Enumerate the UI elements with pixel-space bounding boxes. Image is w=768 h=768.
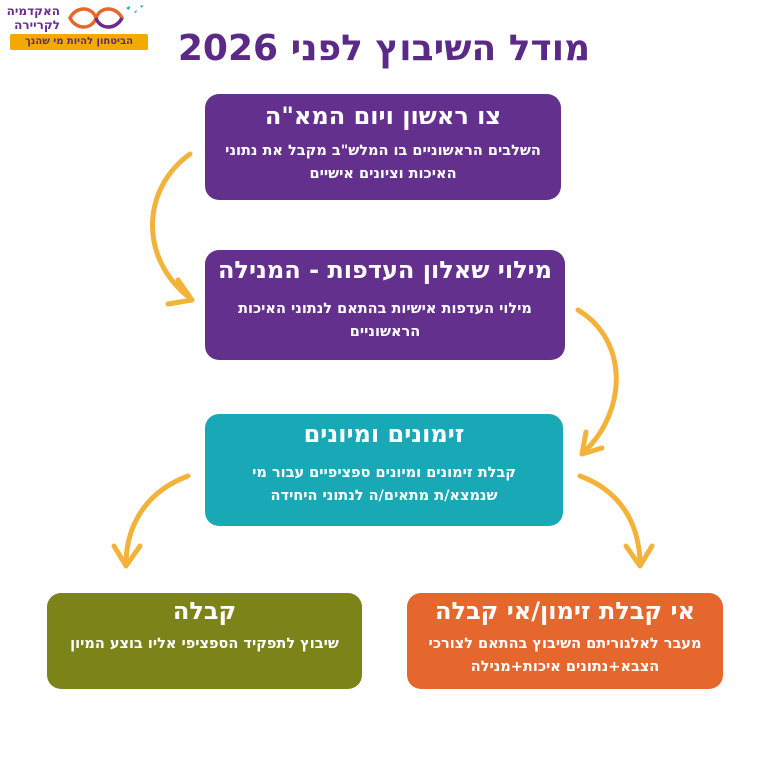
step-text: השלבים הראשוניים בו המלש"ב מקבל את נתוני… [225, 143, 541, 182]
step-text: קבלת זימונים ומיונים ספציפיים עבור מי שנ… [252, 465, 516, 504]
logo-tagline: הביטחון להיות מי שהנך [10, 34, 148, 50]
outcome-text: שיבוץ לתפקיד הספציפי אליו בוצע המיון [70, 636, 339, 652]
step-heading: צו ראשון ויום המא"ה [264, 102, 502, 130]
arrow-step1-to-step2-head [165, 277, 195, 307]
outcome-reject: אי קבלת זימון/אי קבלה מעבר לאלגוריתם השי… [407, 593, 723, 689]
logo-name-line1: האקדמיה [6, 4, 60, 18]
arrow-step2-to-step3-head [579, 429, 605, 457]
logo-name: האקדמיה לקריירה [6, 4, 60, 32]
step-heading: מילוי שאלון העדפות - המנילה [217, 256, 553, 284]
step-text: מילוי העדפות אישיות בהתאם לנתוני האיכות … [238, 301, 532, 340]
outcome-heading: אי קבלת זימון/אי קבלה [435, 597, 695, 625]
arrow-step3-to-accept [123, 473, 191, 563]
academy-logo: האקדמיה לקריירה הביטחון להיות מי שהנך [4, 2, 150, 52]
arrow-step3-to-accept-head [111, 543, 143, 569]
arrow-step2-to-step3 [575, 307, 619, 455]
outcome-heading: קבלה [172, 597, 237, 625]
outcome-text: מעבר לאלגוריתם השיבוץ בהתאם לצורכי הצבא+… [428, 636, 702, 675]
step-heading: זימונים ומיונים [303, 420, 465, 448]
step-invitations-screenings: זימונים ומיונים קבלת זימונים ומיונים ספצ… [205, 414, 563, 526]
page-title: מודל השיבוץ לפני 2026 [177, 28, 591, 69]
infinity-logo-icon [68, 5, 143, 29]
arrow-step1-to-step2 [150, 151, 193, 301]
logo-name-line2: לקריירה [14, 18, 60, 32]
outcome-accept: קבלה שיבוץ לתפקיד הספציפי אליו בוצע המיו… [47, 593, 362, 689]
step-first-call: צו ראשון ויום המא"ה השלבים הראשוניים בו … [205, 94, 561, 200]
arrow-step3-to-reject [577, 473, 643, 563]
step-preferences-form: מילוי שאלון העדפות - המנילה מילוי העדפות… [205, 250, 565, 360]
arrow-step3-to-reject-head [623, 543, 655, 569]
